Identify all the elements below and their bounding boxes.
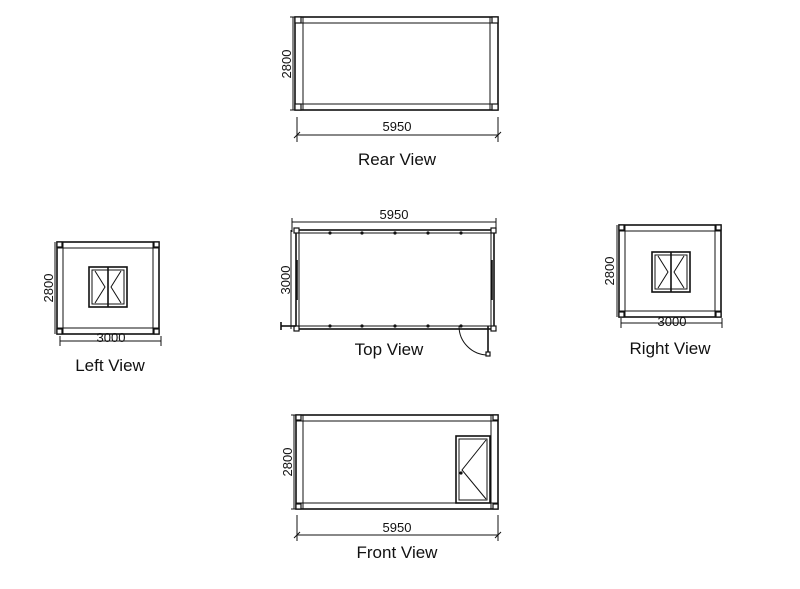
rear-view-width-dimension: 5950 bbox=[293, 117, 502, 142]
right-view-window bbox=[651, 251, 691, 293]
top-view-frame bbox=[280, 227, 497, 332]
left-view-width-dimension: 3000 bbox=[59, 330, 162, 346]
rear-view-height-dimension: 2800 bbox=[279, 16, 296, 111]
left-view-frame bbox=[56, 241, 160, 335]
front-view-width-dimension: 5950 bbox=[293, 515, 502, 541]
rear-view-title: Rear View bbox=[358, 150, 437, 169]
top-view-width-label: 5950 bbox=[380, 207, 409, 222]
right-view-width-label: 3000 bbox=[658, 314, 687, 329]
top-view-height-dimension: 3000 bbox=[278, 230, 293, 329]
top-view-window-marks bbox=[296, 260, 493, 300]
left-view-height-dimension: 2800 bbox=[41, 242, 56, 334]
right-view-title: Right View bbox=[630, 339, 712, 358]
rear-view-width-label: 5950 bbox=[383, 119, 412, 134]
left-view-title: Left View bbox=[75, 356, 145, 375]
front-view-width-label: 5950 bbox=[383, 520, 412, 535]
front-view-height-dimension: 2800 bbox=[280, 414, 297, 510]
front-view-height-label: 2800 bbox=[280, 448, 295, 477]
rear-view-height-label: 2800 bbox=[279, 50, 294, 79]
left-view: 3000 2800 Left View bbox=[41, 241, 162, 375]
top-view-door-swing bbox=[458, 325, 491, 357]
front-view: 5950 2800 Front View bbox=[280, 414, 502, 562]
right-view-width-dimension: 3000 bbox=[620, 314, 723, 329]
rear-view-frame bbox=[294, 16, 499, 111]
top-view-panel-joints bbox=[328, 231, 463, 328]
right-view-height-dimension: 2800 bbox=[602, 225, 618, 317]
right-view-frame bbox=[618, 224, 722, 318]
left-view-window bbox=[88, 266, 128, 308]
top-view-title: Top View bbox=[355, 340, 424, 359]
right-view: 3000 2800 Right View bbox=[602, 224, 723, 358]
right-view-height-label: 2800 bbox=[602, 257, 617, 286]
rear-view: 5950 2800 Rear View bbox=[279, 16, 502, 169]
front-view-title: Front View bbox=[357, 543, 439, 562]
left-view-height-label: 2800 bbox=[41, 274, 56, 303]
top-view: 5950 3000 bbox=[278, 207, 497, 359]
front-view-frame bbox=[295, 414, 499, 510]
top-view-width-dimension: 5950 bbox=[291, 207, 497, 232]
left-view-width-label: 3000 bbox=[97, 330, 126, 345]
top-view-height-label: 3000 bbox=[278, 266, 293, 295]
front-view-door bbox=[455, 435, 491, 504]
